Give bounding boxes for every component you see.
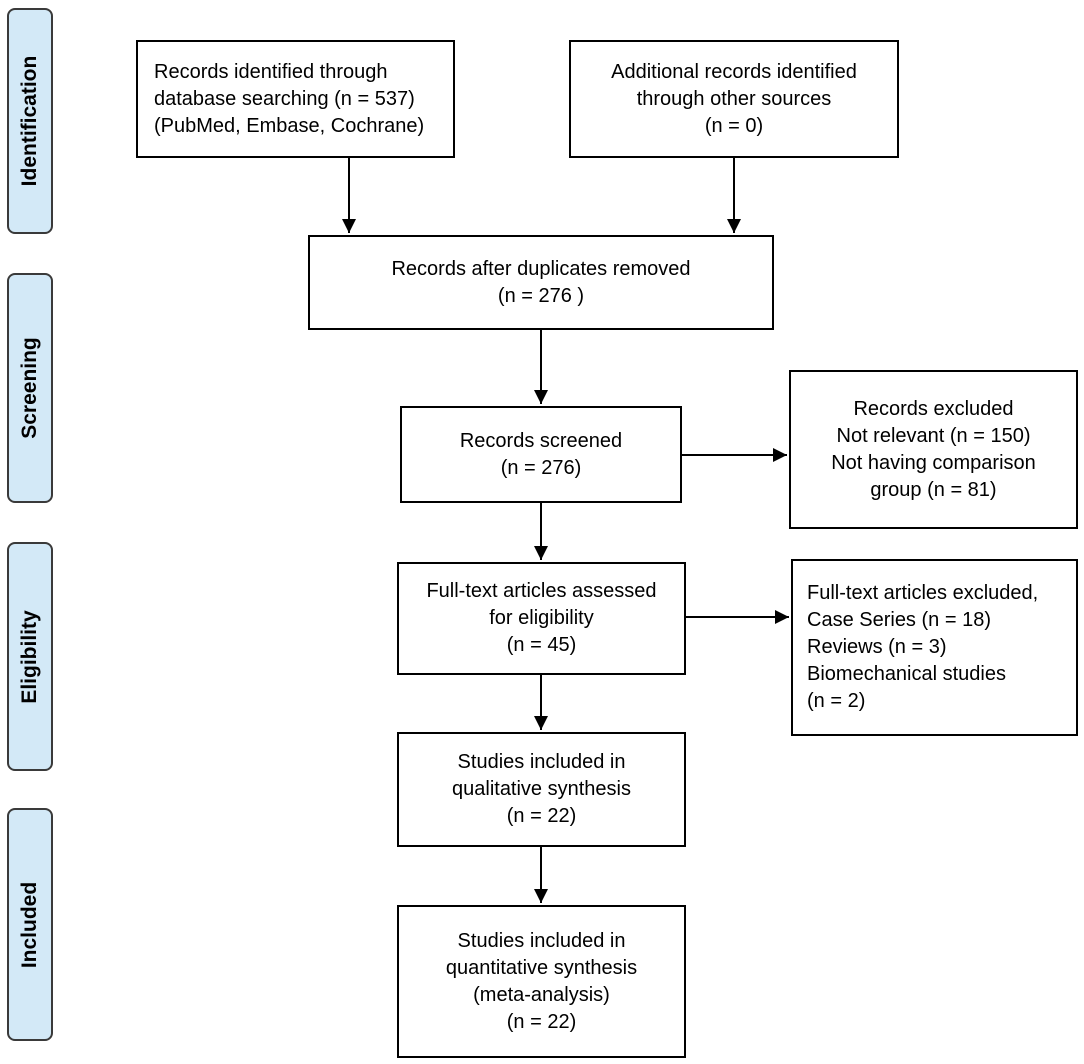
box-quantitative-synthesis: Studies included in quantitative synthes… (397, 905, 686, 1058)
box-records-screened: Records screened (n = 276) (400, 406, 682, 503)
box-fulltext-assessed: Full-text articles assessed for eligibil… (397, 562, 686, 675)
box-quantitative-synthesis-line: Studies included in (457, 929, 626, 952)
box-records-excluded-line: group (n = 81) (870, 478, 997, 501)
box-records-screened-line: (n = 276) (500, 456, 582, 479)
box-qualitative-synthesis-line: Studies included in (457, 751, 626, 773)
box-other-sources-line: (n = 0) (704, 114, 764, 137)
box-fulltext-excluded-line: (n = 2) (807, 690, 866, 712)
phase-eligibility: Eligibility (7, 542, 53, 771)
box-fulltext-excluded-line: Full-text articles excluded, (807, 582, 1039, 604)
phase-identification: Identification (7, 8, 53, 234)
box-fulltext-excluded: Full-text articles excluded, Case Series… (791, 559, 1078, 736)
phase-included: Included (7, 808, 53, 1041)
box-other-sources: Additional records identified through ot… (569, 40, 899, 158)
box-records-excluded-line: Not having comparison (831, 451, 1036, 474)
box-quantitative-synthesis-line: (meta-analysis) (473, 983, 610, 1006)
box-quantitative-synthesis-line: (n = 22) (506, 1010, 577, 1033)
box-records-screened-line: Records screened (459, 429, 623, 452)
box-records-excluded-line: Records excluded (853, 397, 1014, 420)
box-fulltext-assessed-line: for eligibility (489, 607, 594, 629)
box-fulltext-excluded-line: Reviews (n = 3) (807, 636, 947, 658)
box-other-sources-line: Additional records identified (611, 60, 857, 83)
box-fulltext-excluded-line: Case Series (n = 18) (807, 609, 991, 631)
box-fulltext-assessed-line: (n = 45) (506, 634, 577, 656)
box-fulltext-excluded-line: Biomechanical studies (807, 663, 1006, 685)
phase-screening: Screening (7, 273, 53, 503)
box-qualitative-synthesis-line: (n = 22) (506, 805, 577, 827)
box-other-sources-line: through other sources (636, 87, 832, 110)
box-database-search: Records identified through database sear… (136, 40, 455, 158)
box-qualitative-synthesis: Studies included in qualitative synthesi… (397, 732, 686, 847)
box-database-search-line: (PubMed, Embase, Cochrane) (154, 114, 425, 137)
box-duplicates-removed: Records after duplicates removed (n = 27… (308, 235, 774, 330)
box-database-search-line: Records identified through (154, 60, 388, 83)
box-database-search-line: database searching (n = 537) (154, 87, 415, 110)
box-fulltext-assessed-line: Full-text articles assessed (426, 580, 657, 602)
box-quantitative-synthesis-line: quantitative synthesis (445, 956, 638, 979)
box-records-excluded-line: Not relevant (n = 150) (836, 424, 1031, 447)
box-records-excluded: Records excluded Not relevant (n = 150) … (789, 370, 1078, 529)
box-duplicates-removed-line: Records after duplicates removed (391, 257, 691, 280)
box-duplicates-removed-line: (n = 276 ) (497, 284, 585, 307)
box-qualitative-synthesis-line: qualitative synthesis (452, 778, 631, 800)
